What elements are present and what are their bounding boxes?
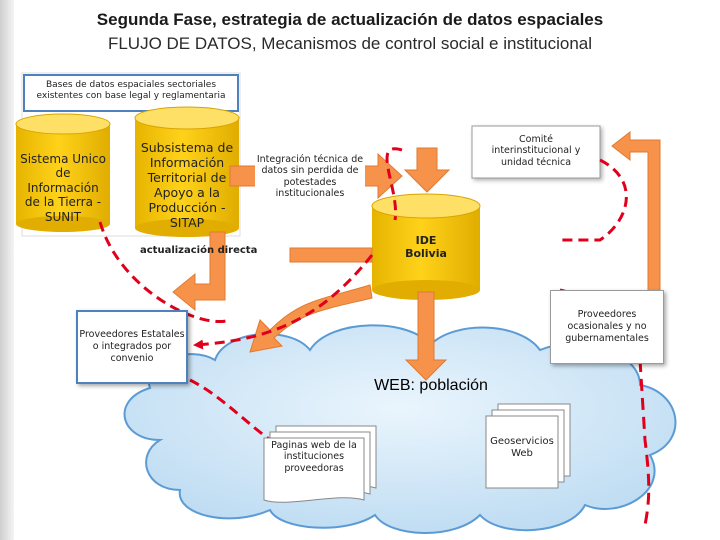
diagram-subtitle: FLUJO DE DATOS, Mecanismos de control so…: [107, 34, 593, 53]
geoservices-doc-stack: [485, 403, 571, 489]
geoservices-label: Geoservicios Web: [490, 436, 554, 459]
sunit-cylinder: [15, 113, 111, 232]
web-population-label: WEB: población: [374, 377, 488, 394]
sitap-label: Subsistema de Información Territorial de…: [140, 140, 234, 230]
direct-update-label: actualización directa: [140, 245, 258, 256]
ide-bolivia-cylinder: [371, 193, 481, 300]
integration-label: Integración técnica de datos sin perdida…: [255, 154, 365, 200]
red-dashed-right-vertical: [638, 359, 651, 526]
state-providers-box: Proveedores Estatales o integrados por c…: [76, 310, 188, 384]
sources-header-box: [23, 74, 239, 112]
ide-to-web-arrow: [249, 284, 373, 353]
red-dashed-sunit-loop: [98, 221, 231, 323]
left-decorative-strip: [0, 0, 14, 540]
vertical-orange-arrow: [404, 291, 448, 381]
state-providers-label: Proveedores Estatales o integrados por c…: [79, 329, 185, 364]
red-dashed-right-loop: [560, 158, 628, 242]
red-dashed-ide-committee: [385, 147, 403, 221]
web-pages-label: Paginas web de la instituciones proveedo…: [271, 440, 357, 474]
occasional-providers-box: Proveedores ocasionales y no gubernament…: [550, 290, 664, 364]
committee-arrow: [403, 147, 451, 193]
ide-bolivia-label: IDE Bolivia: [405, 234, 447, 261]
sunit-label: Sistema Unico de Información de la Tierr…: [20, 152, 106, 224]
committee-label: Comité interinstitucional y unidad técni…: [491, 134, 581, 168]
red-dashed-state-providers: [193, 254, 374, 350]
sources-header-label: Bases de datos espaciales sectoriales ex…: [36, 80, 226, 101]
occasional-providers-label: Proveedores ocasionales y no gubernament…: [565, 309, 649, 344]
web-pages-doc-stack: [263, 425, 377, 503]
committee-box: [471, 125, 601, 179]
feedback-arrow: [611, 130, 661, 301]
diagram-title: Segunda Fase, estrategia de actualizació…: [96, 10, 604, 29]
red-dashed-bottom-loop: [189, 378, 291, 452]
sitap-cylinder: [134, 106, 240, 237]
